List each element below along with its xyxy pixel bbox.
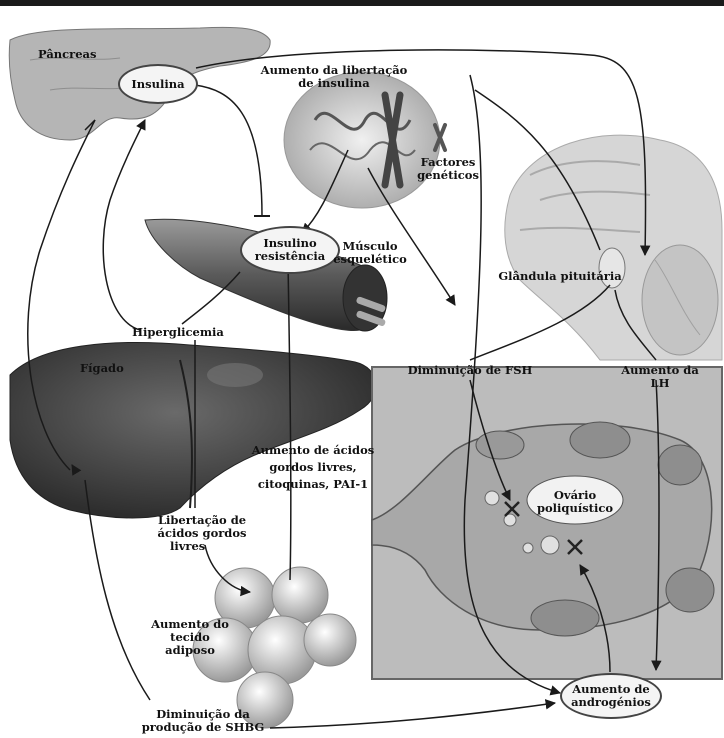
label-aumento-acidos: Aumento de ácidos gordos livres, citoqui… <box>250 442 376 493</box>
node-insulina-text: Insulina <box>131 78 184 91</box>
label-pancreas: Pâncreas <box>38 48 96 61</box>
label-tecido-adiposo: Aumento do tecido adiposo <box>130 618 250 657</box>
label-figado: Fígado <box>80 362 124 375</box>
label-line: gordos livres, <box>250 459 376 476</box>
label-line: produção de SHBG <box>138 721 268 734</box>
label-factores-geneticos: Factores genéticos <box>412 156 484 182</box>
label-line: genéticos <box>412 169 484 182</box>
label-line: poliquístico <box>537 502 613 515</box>
label-diminuicao-fsh: Diminuição de FSH <box>405 364 535 377</box>
label-diminuicao-shbg: Diminuição da produção de SHBG <box>138 708 268 734</box>
label-line: resistência <box>255 250 326 263</box>
node-ovario: Ovário poliquístico <box>532 483 618 521</box>
node-insulino-resistencia: Insulino resistência <box>240 226 340 274</box>
label-line: Aumento do tecido <box>130 618 250 644</box>
label-line: androgénios <box>571 696 651 709</box>
node-aumento-androgenios: Aumento de androgénios <box>560 673 662 719</box>
label-line: livres <box>150 540 254 553</box>
node-insulina: Insulina <box>118 64 198 104</box>
label-line: de insulina <box>248 77 420 90</box>
label-musculo: Músculo esquelético <box>330 240 410 266</box>
label-line: Aumento de ácidos <box>250 442 376 459</box>
ovary-panel <box>372 367 722 679</box>
label-aumento-lh: Aumento da LH <box>610 364 710 390</box>
label-glandula-pituitaria: Glândula pituitária <box>495 270 625 283</box>
label-line: citoquinas, PAI-1 <box>250 476 376 493</box>
label-hiperglicemia: Hiperglicemia <box>128 326 228 339</box>
label-line: esquelético <box>330 253 410 266</box>
label-aumento-libertacao: Aumento da libertação de insulina <box>248 64 420 90</box>
genetic-cell-illustration <box>284 72 445 208</box>
label-libertacao-acidos: Libertação de ácidos gordos livres <box>150 514 254 553</box>
pituitary-brain-illustration <box>505 135 722 360</box>
label-line: adiposo <box>130 644 250 657</box>
